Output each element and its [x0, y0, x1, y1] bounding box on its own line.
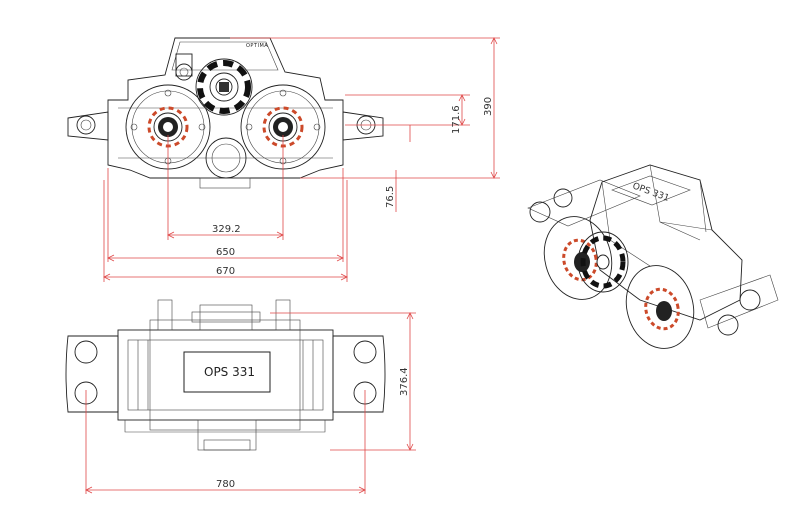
front-left-mount: [67, 111, 109, 141]
iso-housing: [589, 164, 743, 321]
dim-shaft-height: 171.6: [451, 105, 462, 134]
dim-housing-width: 650: [216, 247, 235, 258]
front-right-mount: [342, 111, 384, 141]
dim-total-height: 390: [483, 97, 494, 116]
dim-gear-spacing: 329.2: [212, 224, 241, 235]
front-dimensions: 390 171.6 76.5 329.2 650 670: [103, 37, 500, 282]
iso-right-disc: [625, 265, 695, 349]
iso-model-label: OPS 331: [631, 181, 670, 203]
dim-depth: 376.4: [399, 367, 410, 396]
dim-overall-width: 670: [216, 266, 235, 277]
top-right-mount: [332, 335, 386, 413]
nameplate: [183, 351, 271, 393]
bottom-shaft: [205, 137, 247, 179]
top-model-label: OPS 331: [204, 365, 255, 379]
dim-bottom-offset: 76.5: [385, 186, 396, 208]
top-left-mount: [65, 335, 119, 413]
top-gear: [195, 58, 253, 116]
filler-cap: [175, 53, 193, 81]
optima-logo: OPTIMA: [246, 43, 268, 49]
front-view: OPTIMA: [67, 37, 500, 282]
top-dimensions: 376.4 780: [85, 312, 416, 494]
iso-view: OPS 331: [527, 164, 779, 349]
front-housing: [107, 37, 344, 179]
iso-center-gear: [577, 231, 629, 293]
dim-mount-width: 780: [216, 479, 235, 490]
top-view: OPS 331 376.4 780: [65, 299, 416, 494]
